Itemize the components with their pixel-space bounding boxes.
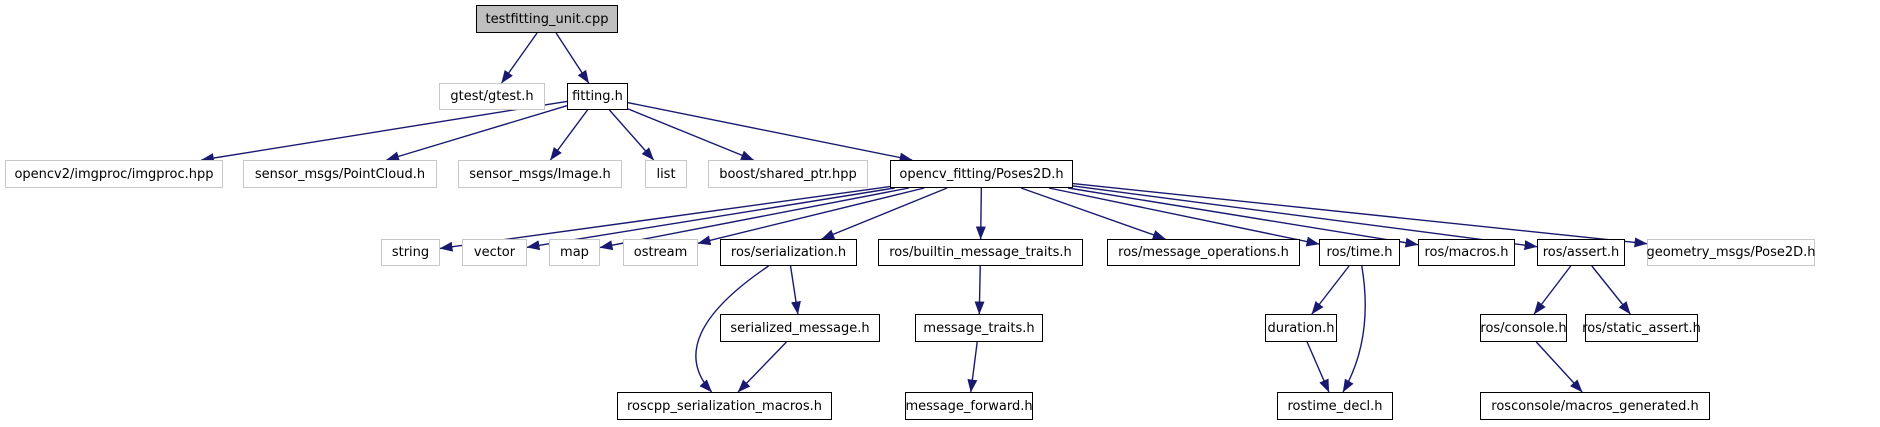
edge-fitting_h-to-boost_shared_ptr_hpp [627, 108, 755, 161]
edge-serialized_message_h-to-roscpp_serialization_macros_h [737, 341, 787, 393]
graph-node-ros_serialization_h[interactable]: ros/serialization.h [720, 239, 857, 266]
edge-ros_builtin_message_traits_h-to-message_traits_h [974, 265, 985, 315]
edge-ros_assert_h-to-ros_console_h [1533, 265, 1572, 315]
graph-node-fitting_h[interactable]: fitting.h [567, 83, 628, 110]
edge-opencv_fitting_poses2d_h-to-ros_serialization_h [821, 187, 948, 240]
graph-node-ros_builtin_message_traits_h[interactable]: ros/builtin_message_traits.h [878, 239, 1083, 266]
graph-node-boost_shared_ptr_hpp: boost/shared_ptr.hpp [708, 160, 868, 188]
graph-node-sensor_msgs_image_h: sensor_msgs/Image.h [458, 160, 622, 188]
edge-ros_serialization_h-to-roscpp_serialization_macros_h [695, 265, 769, 393]
graph-node-rostime_decl_h[interactable]: rostime_decl.h [1277, 392, 1393, 420]
graph-node-serialized_message_h[interactable]: serialized_message.h [720, 314, 880, 342]
edge-duration_h-to-rostime_decl_h [1306, 341, 1330, 393]
edge-opencv_fitting_poses2d_h-to-ros_builtin_message_traits_h [975, 187, 986, 240]
graph-node-opencv2_imgproc_imgproc_hpp: opencv2/imgproc/imgproc.hpp [5, 160, 223, 188]
graph-node-vector: vector [462, 239, 527, 266]
edge-opencv_fitting_poses2d_h-to-vector [526, 187, 895, 251]
edge-message_traits_h-to-message_forward_h [967, 341, 978, 393]
edge-opencv_fitting_poses2d_h-to-string [439, 185, 891, 252]
edge-opencv_fitting_poses2d_h-to-ros_assert_h [1072, 185, 1538, 251]
edge-testfitting_unit_cpp-to-gtest_gtest_h [501, 32, 538, 84]
edge-fitting_h-to-opencv_fitting_poses2d_h [627, 101, 913, 163]
graph-node-gtest_gtest_h: gtest/gtest.h [439, 83, 545, 110]
edge-opencv_fitting_poses2d_h-to-ros_message_operations_h [1020, 187, 1166, 240]
graph-node-ros_time_h[interactable]: ros/time.h [1319, 239, 1400, 266]
graph-node-roscpp_serialization_macros_h[interactable]: roscpp_serialization_macros.h [617, 392, 832, 420]
edge-ros_serialization_h-to-serialized_message_h [789, 265, 801, 315]
edge-fitting_h-to-opencv2_imgproc_imgproc_hpp [200, 100, 568, 163]
graph-node-rosconsole_macros_generated_h[interactable]: rosconsole/macros_generated.h [1480, 392, 1710, 420]
edge-opencv_fitting_poses2d_h-to-ros_macros_h [1067, 187, 1419, 248]
graph-node-list: list [645, 160, 687, 188]
graph-node-sensor_msgs_pointcloud_h: sensor_msgs/PointCloud.h [243, 160, 437, 188]
edge-fitting_h-to-sensor_msgs_image_h [549, 109, 589, 161]
graph-node-ros_assert_h[interactable]: ros/assert.h [1537, 239, 1625, 266]
edge-opencv_fitting_poses2d_h-to-map [599, 187, 910, 251]
graph-node-duration_h[interactable]: duration.h [1265, 314, 1337, 342]
edge-fitting_h-to-sensor_msgs_pointcloud_h [386, 105, 568, 162]
edge-fitting_h-to-list [608, 109, 655, 161]
graph-node-ros_static_assert_h[interactable]: ros/static_assert.h [1582, 314, 1701, 342]
edge-opencv_fitting_poses2d_h-to-geometry_msgs_pose2d_h [1072, 182, 1648, 248]
graph-node-ros_console_h[interactable]: ros/console.h [1480, 314, 1567, 342]
graph-node-ros_message_operations_h[interactable]: ros/message_operations.h [1107, 239, 1300, 266]
edge-ros_time_h-to-duration_h [1311, 265, 1350, 315]
graph-node-ros_macros_h[interactable]: ros/macros.h [1418, 239, 1515, 266]
graph-node-message_forward_h[interactable]: message_forward.h [905, 392, 1033, 420]
edge-opencv_fitting_poses2d_h-to-ostream [697, 187, 925, 246]
graph-node-string: string [381, 239, 440, 266]
edge-ros_time_h-to-rostime_decl_h [1342, 265, 1366, 393]
edge-testfitting_unit_cpp-to-fitting_h [555, 32, 590, 84]
graph-node-message_traits_h[interactable]: message_traits.h [915, 314, 1043, 342]
graph-node-ostream: ostream [623, 239, 698, 266]
graph-node-opencv_fitting_poses2d_h[interactable]: opencv_fitting/Poses2D.h [890, 160, 1073, 188]
edge-ros_assert_h-to-ros_static_assert_h [1591, 265, 1631, 315]
graph-node-map: map [549, 239, 600, 266]
edge-ros_console_h-to-rosconsole_macros_generated_h [1535, 341, 1583, 393]
edge-opencv_fitting_poses2d_h-to-ros_time_h [1048, 187, 1320, 247]
graph-node-testfitting_unit_cpp: testfitting_unit.cpp [476, 5, 618, 33]
graph-node-geometry_msgs_pose2d_h: geometry_msgs/Pose2D.h [1646, 239, 1816, 266]
